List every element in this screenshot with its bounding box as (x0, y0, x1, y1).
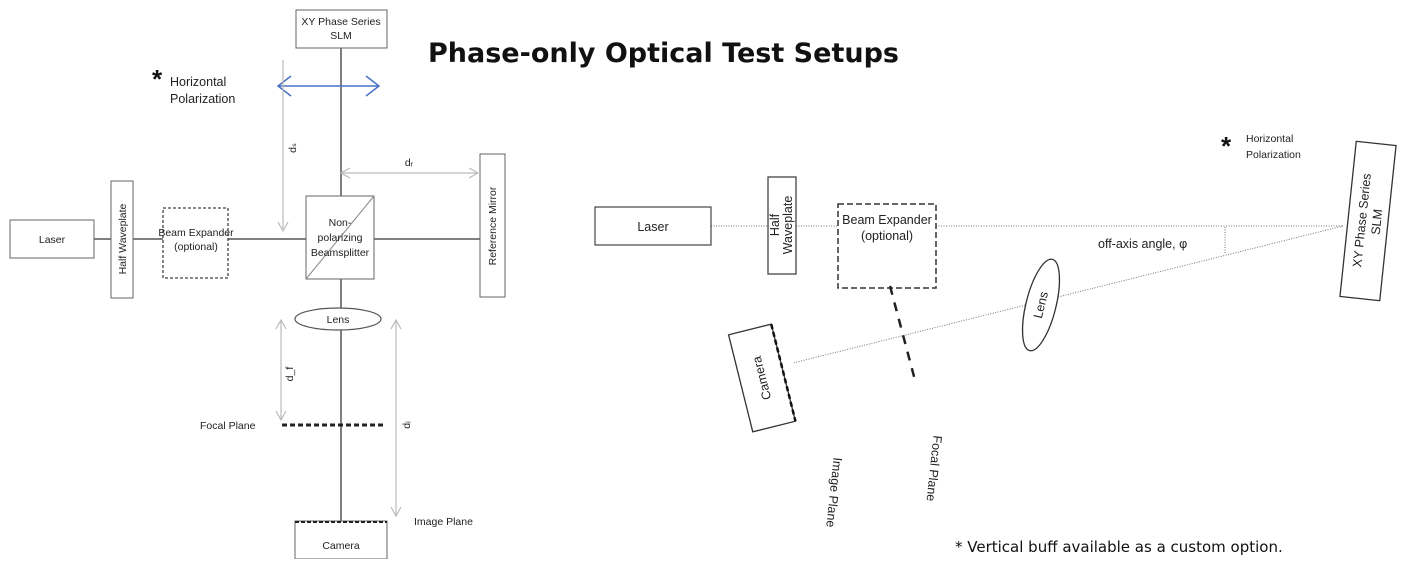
right-setup: Laser Half Waveplate Beam Expander (opti… (594, 131, 1397, 528)
left-beam-expander-label-2: (optional) (174, 241, 218, 253)
left-setup: XY Phase Series SLM * Horizontal Polariz… (9, 9, 506, 560)
left-dim-ds-head (277, 221, 289, 233)
left-slm-label-2: SLM (330, 30, 352, 42)
left-dim-dr-label: dᵣ (405, 157, 414, 169)
right-polarization-label-1: Horizontal (1246, 133, 1293, 145)
left-dim-di-head-top (390, 318, 402, 330)
left-polarization-arrowhead-right (365, 75, 381, 97)
left-dim-di-label: dᵢ (401, 421, 413, 429)
right-slm-label-2: SLM (1369, 208, 1386, 235)
right-slm-box (1339, 140, 1397, 302)
left-beamsplitter-diagonal (305, 195, 375, 280)
right-laser-box (594, 206, 712, 246)
page-title: Phase-only Optical Test Setups (428, 38, 899, 69)
left-dim-dr-head-l (339, 167, 351, 179)
right-beam-reflected (792, 225, 1344, 364)
right-lens-shape (1021, 258, 1061, 352)
left-image-plane-label: Image Plane (414, 516, 473, 528)
left-beam-expander (162, 207, 229, 279)
left-polarization-arrowhead-left (276, 75, 292, 97)
left-beamsplitter-label-1: Non- (329, 217, 352, 229)
left-lens-label: Lens (327, 314, 350, 326)
left-dim-df-label: d_f (284, 367, 296, 382)
left-beam-expander-label-1: Beam Expander (158, 227, 234, 239)
left-half-waveplate (110, 180, 134, 299)
left-half-waveplate-label: Half Waveplate (117, 203, 129, 274)
left-dim-df-head-top (275, 318, 287, 330)
left-slm-box (295, 9, 388, 49)
right-lens: Lens (1021, 258, 1061, 352)
right-polarization-label-2: Polarization (1246, 149, 1301, 161)
right-beam-expander (837, 203, 937, 289)
right-polarization-star: * (1221, 131, 1232, 161)
right-beam-expander-label-2: (optional) (861, 229, 913, 243)
right-lens-label: Lens (1031, 290, 1051, 320)
right-camera: Camera (727, 323, 797, 433)
right-focal-plane (888, 285, 918, 385)
left-dim-ds-label: dₛ (287, 143, 299, 153)
left-polarization-label-1: Horizontal (170, 75, 226, 89)
right-image-plane-label: Image Plane (823, 457, 844, 528)
left-camera-label: Camera (322, 540, 360, 552)
left-laser-label: Laser (39, 234, 66, 246)
left-reference-mirror (479, 153, 506, 298)
right-focal-plane-label: Focal Plane (924, 435, 945, 502)
left-slm-label-1: XY Phase Series (301, 16, 380, 28)
left-beamsplitter-label-3: Beamsplitter (311, 247, 370, 259)
left-beamsplitter-label-2: polarizing (318, 232, 363, 244)
left-reference-mirror-label: Reference Mirror (487, 186, 499, 265)
left-polarization-star: * (152, 64, 163, 94)
right-camera-sensor (770, 323, 797, 422)
left-dim-df-head-bot (275, 410, 287, 422)
left-polarization-label-2: Polarization (170, 92, 235, 106)
right-slm: XY Phase Series SLM (1339, 140, 1397, 302)
left-dim-di-head-bot (390, 506, 402, 518)
footnote: * Vertical buff available as a custom op… (955, 538, 1283, 556)
right-half-waveplate-label-1: Half (768, 213, 782, 236)
right-off-axis-angle-label: off-axis angle, φ (1098, 237, 1187, 251)
right-beam-expander-label-1: Beam Expander (842, 213, 932, 227)
right-half-waveplate-label-2: Waveplate (781, 196, 795, 255)
right-half-waveplate (767, 176, 797, 275)
left-focal-plane-label: Focal Plane (200, 420, 256, 432)
left-camera-box (294, 520, 388, 560)
left-laser-box (9, 219, 95, 259)
left-dim-dr-head-r (468, 167, 480, 179)
right-laser-label: Laser (637, 220, 668, 234)
left-lens (294, 307, 382, 331)
